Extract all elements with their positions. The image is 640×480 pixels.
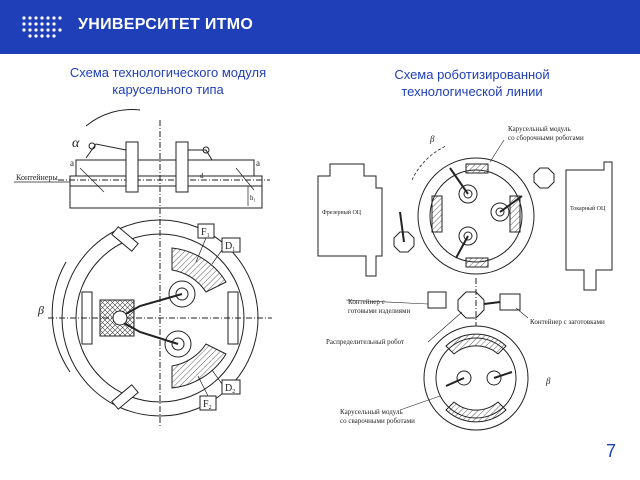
left-caption-line2: карусельного типа <box>112 82 224 97</box>
assembly-carousel-outer <box>417 157 535 275</box>
container-blanks-label: Контейнер с заготовками <box>530 318 605 326</box>
assembly-carousel-label-2: со сборочными роботами <box>508 134 584 142</box>
d2-box <box>221 379 241 395</box>
d2-label: D2 <box>225 383 235 395</box>
carousel-side-view <box>14 109 270 214</box>
f1-label-sub: 1 <box>207 233 210 239</box>
right-caption-line1: Схема роботизированной <box>394 67 550 82</box>
welding-carousel-label-1: Карусельный модуль <box>340 408 403 416</box>
distribution-robot-label: Распределительный робот <box>326 338 404 346</box>
f2-label: F2 <box>203 399 212 411</box>
robotized-line-labels: Карусельный модуль со сборочными роботам… <box>322 125 606 425</box>
brand-name: УНИВЕРСИТЕТ ИТМО <box>78 16 254 33</box>
d2-label-sub: 2 <box>232 389 235 395</box>
welding-fixture <box>445 333 507 355</box>
beta-arc <box>51 261 71 373</box>
a-right-label: a <box>256 158 260 168</box>
milling-center-label: Фрезерный ОЦ <box>322 209 362 216</box>
distribution-robot-icon <box>457 291 485 319</box>
container-finished-products <box>427 291 447 309</box>
alpha-label: α <box>72 136 80 151</box>
container-finished-label-2: готовыми изделиями <box>348 307 410 315</box>
robot-arm-upper <box>121 293 183 317</box>
right-diagram-caption: Схема роботизированной технологической л… <box>372 66 572 100</box>
beta-label: β <box>37 303 44 317</box>
welding-fixture <box>445 401 507 423</box>
ring-slot <box>111 226 139 252</box>
top-view-labels: β F1 D1 D2 F2 <box>37 227 235 411</box>
robot-arm-left <box>85 143 127 159</box>
side-carousel-body <box>75 159 255 177</box>
assembly-robot-arm <box>449 167 469 195</box>
f2-label-main: F <box>203 399 209 410</box>
turning-center-label: Токарный ОЦ <box>570 205 606 212</box>
right-caption-line2: технологической линии <box>401 84 543 99</box>
alpha-arc <box>85 109 141 127</box>
welding-carousel-outer <box>423 325 529 431</box>
a-left-label: a <box>70 158 74 168</box>
ring-slot <box>111 384 139 410</box>
beta-bottom-label: β <box>545 376 551 386</box>
carousel-fixture <box>465 163 489 174</box>
transfer-robot <box>533 167 555 189</box>
container-blanks <box>499 293 521 311</box>
welding-carousel-fixtures <box>445 333 507 423</box>
welding-robot-arm <box>445 377 465 387</box>
carousel-fixture <box>509 195 521 233</box>
containers-label: Контейнеры <box>16 173 58 182</box>
robot-column-right <box>175 141 189 193</box>
side-plate <box>69 175 263 187</box>
carousel-fixture <box>465 257 489 268</box>
d2-label-main: D <box>225 383 232 394</box>
assembly-carousel-fixtures <box>431 163 521 268</box>
f1-label: F1 <box>201 227 210 239</box>
robot-arm-lower <box>121 321 179 345</box>
welding-robot-arm <box>493 371 513 379</box>
work-position <box>112 310 128 326</box>
robot-column-left <box>125 141 139 193</box>
fixture-d2 <box>171 343 227 389</box>
itmo-logo-icon <box>22 16 62 38</box>
left-diagram-caption: Схема технологического модуля карусельно… <box>48 64 288 98</box>
d1-label-sub: 1 <box>232 247 235 253</box>
side-base <box>69 185 263 209</box>
welding-carousel-label-2: со сварочными роботами <box>340 417 415 425</box>
carousel-top-view <box>48 208 272 428</box>
page-number: 7 <box>605 441 616 461</box>
f2-label-sub: 2 <box>209 405 212 411</box>
h1-label: h₁ <box>250 194 256 202</box>
container-finished-label-1: Контейнер с <box>348 298 385 306</box>
side-view-labels: Контейнеры α a a h₁ d <box>16 136 260 202</box>
milling-machining-center <box>317 163 383 277</box>
d1-label: D1 <box>225 241 235 253</box>
d1-label: d <box>200 172 204 180</box>
robot-arm-right <box>188 149 213 161</box>
assembly-carousel-label-1: Карусельный модуль <box>508 125 571 133</box>
f1-label-main: F <box>201 227 207 238</box>
carousel-fixture <box>431 195 443 233</box>
assembly-robot-arm <box>499 195 523 213</box>
robotized-line-diagram <box>317 139 613 431</box>
d1-label-main: D <box>225 241 232 252</box>
fixture-d1 <box>171 247 227 293</box>
beta-top-label: β <box>429 134 435 144</box>
turning-machining-center <box>565 161 613 291</box>
left-caption-line1: Схема технологического модуля <box>69 65 267 80</box>
d1-box <box>221 237 241 253</box>
header-bar: УНИВЕРСИТЕТ ИТМО <box>0 0 640 54</box>
